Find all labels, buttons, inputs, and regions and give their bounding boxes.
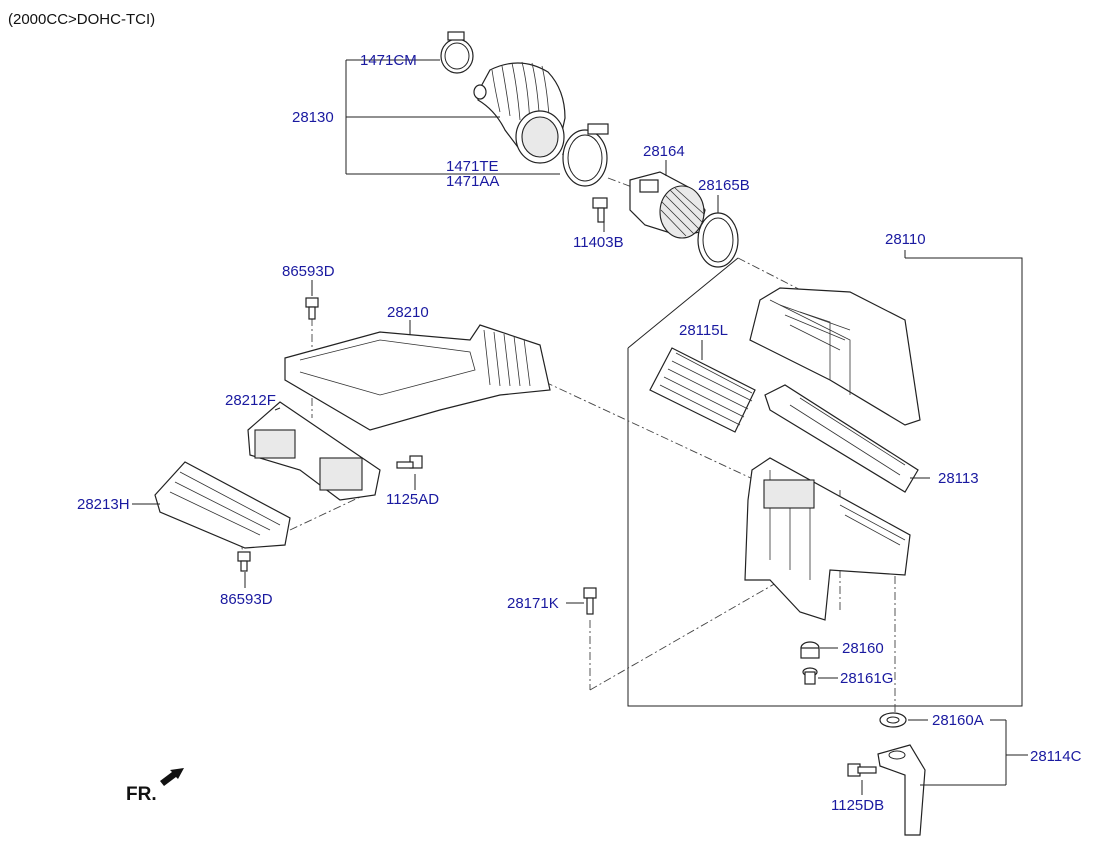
engine-note: (2000CC>DOHC-TCI) [8, 11, 155, 28]
label-11403b[interactable]: 11403B [573, 234, 624, 251]
label-28164[interactable]: 28164 [643, 143, 685, 160]
front-arrow-icon [160, 768, 184, 786]
intake-duct-28210 [284, 324, 551, 431]
o-ring-28165b [697, 212, 739, 268]
air-filter-28115l [649, 347, 756, 433]
bolt-1125db [847, 763, 877, 777]
label-28113[interactable]: 28113 [938, 470, 979, 487]
hose-clamp-1471cm [440, 31, 474, 74]
label-28115l[interactable]: 28115L [679, 322, 728, 339]
leader-lines [132, 59, 1028, 795]
bolt-28171k [583, 587, 597, 615]
label-28110[interactable]: 28110 [885, 231, 926, 248]
intake-hose-28130 [473, 61, 566, 164]
label-1125ad[interactable]: 1125AD [386, 491, 439, 508]
label-28165b[interactable]: 28165B [698, 177, 750, 194]
resonator-28212f [247, 401, 381, 501]
grommet-28160 [800, 641, 820, 659]
air-cleaner-body [744, 457, 911, 621]
bolt-11403b [592, 197, 608, 223]
label-1471cm[interactable]: 1471CM [360, 52, 417, 69]
label-1471te[interactable]: 1471TE [446, 158, 499, 175]
front-label: FR. [126, 784, 157, 805]
bolt-1125ad [396, 455, 423, 469]
air-cleaner-cover [749, 287, 921, 426]
label-1471aa[interactable]: 1471AA [446, 173, 499, 190]
hose-clamp-1471te [562, 123, 609, 187]
label-28212f[interactable]: 28212F [225, 392, 276, 409]
label-86593d-bottom[interactable]: 86593D [220, 591, 273, 608]
bracket-28114c [877, 744, 926, 836]
label-28160a[interactable]: 28160A [932, 712, 984, 729]
label-28161g[interactable]: 28161G [840, 670, 893, 687]
label-28210[interactable]: 28210 [387, 304, 429, 321]
clip-86593d-top [305, 297, 319, 320]
seal-frame-28113 [764, 384, 919, 493]
label-28160[interactable]: 28160 [842, 640, 884, 657]
label-28171k[interactable]: 28171K [507, 595, 559, 612]
clip-86593d-bottom [237, 551, 251, 572]
assembly-centerlines [234, 144, 896, 712]
label-28213h[interactable]: 28213H [77, 496, 130, 513]
label-1125db[interactable]: 1125DB [831, 797, 884, 814]
mount-rubber-28160a [879, 712, 907, 728]
assembly-frame-28110 [627, 257, 1023, 707]
label-86593d-top[interactable]: 86593D [282, 263, 335, 280]
pin-28161g [802, 667, 818, 685]
label-28130[interactable]: 28130 [292, 109, 334, 126]
air-flow-sensor-28164 [629, 171, 706, 239]
label-28114c[interactable]: 28114C [1030, 748, 1082, 765]
inlet-duct-28213h [154, 461, 291, 549]
part-labels: 1471CM 28130 1471TE 1471AA 28164 28165B … [77, 52, 1082, 814]
